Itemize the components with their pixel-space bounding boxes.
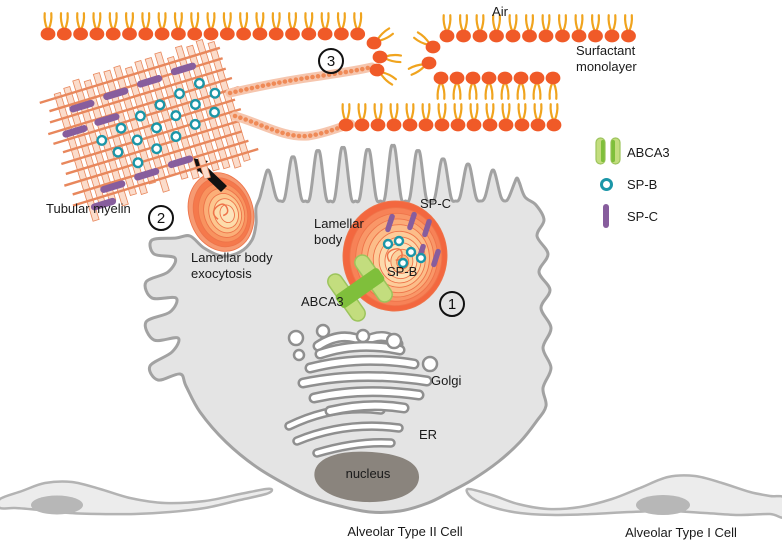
lamellar-body-label: Lamellar body	[314, 216, 364, 247]
nucleus-label: nucleus	[345, 466, 391, 481]
sp-c-icon	[603, 204, 609, 228]
abca3-icon	[595, 137, 621, 165]
golgi-label: Golgi	[431, 373, 462, 388]
sp-b-label: SP-B	[387, 264, 418, 279]
lamellar-body-exocytosis-label: Lamellar body exocytosis	[191, 250, 273, 281]
surfactant-monolayer-lipids	[40, 12, 636, 132]
legend-abca3-label: ABCA3	[627, 145, 670, 160]
alveolar-type1-cell-left	[0, 480, 274, 516]
air-label: Air	[492, 4, 508, 19]
alveolar-type1-label: Alveolar Type I Cell	[625, 525, 737, 540]
alveolar-type1-cell-right	[465, 474, 782, 519]
lamellar-body-exocytosed	[187, 172, 255, 252]
abca3-transporter	[327, 254, 393, 322]
tubular-myelin-lattice	[39, 38, 259, 222]
step-1-badge: 1	[439, 291, 465, 317]
nucleus	[314, 451, 420, 503]
tubular-myelin-label: Tubular myelin	[46, 201, 131, 216]
step-3-badge: 3	[318, 48, 344, 74]
golgi-apparatus	[287, 323, 439, 417]
alveolar-type2-label: Alveolar Type II Cell	[347, 524, 463, 539]
sp-b-icon	[600, 178, 613, 191]
abca3-label: ABCA3	[301, 294, 344, 309]
step-2-badge: 2	[148, 205, 174, 231]
sp-c-label: SP-C	[420, 196, 452, 211]
legend-sp-c-label: SP-C	[627, 209, 659, 224]
surfactant-monolayer-label: Surfactant monolayer	[576, 43, 637, 74]
er-label: ER	[419, 427, 438, 442]
legend-sp-b-label: SP-B	[627, 177, 658, 192]
